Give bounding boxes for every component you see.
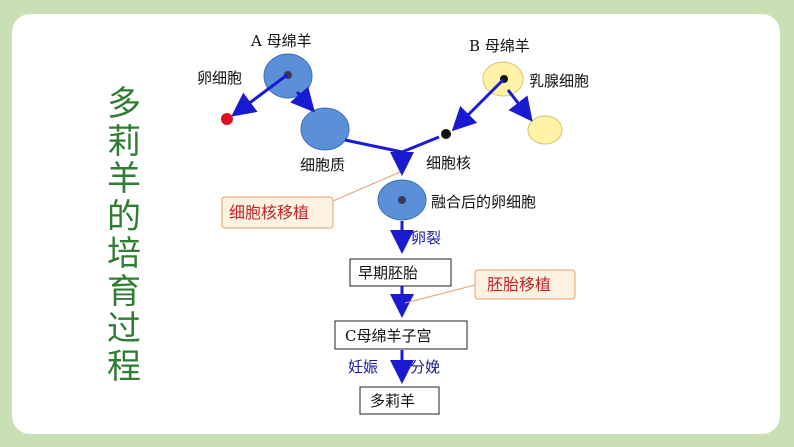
title-char: 育: [107, 271, 141, 312]
transferred-nucleus: [441, 129, 451, 139]
label-sheep-a: A 母绵羊: [250, 32, 312, 50]
title-char: 培: [107, 234, 141, 274]
callout-nuclear-transfer: 细胞核移植: [229, 203, 309, 222]
label-dolly: 多莉羊: [370, 392, 415, 410]
label-nucleus: 细胞核: [426, 154, 471, 172]
fused-egg-nucleus: [398, 196, 406, 204]
merge-line-left: [344, 138, 403, 154]
arrow-mammary-to-remnant: [506, 89, 533, 122]
callout-embryo-transfer: 胚胎移植: [487, 275, 551, 294]
nuclear-transfer-callout: [221, 196, 334, 229]
title-char: 的: [107, 196, 141, 237]
label-early-embryo: 早期胚胎: [358, 264, 418, 282]
label-delivery: 分娩: [410, 358, 440, 376]
embryo-transfer-callout: [474, 269, 576, 300]
vertical-title: 多 莉 羊 的 培 育 过 程: [104, 84, 144, 387]
uterus-box: [334, 320, 468, 350]
label-fused-egg: 融合后的卵细胞: [431, 193, 536, 211]
label-uterus: C母绵羊子宫: [345, 327, 431, 345]
merge-line-right: [401, 135, 440, 154]
dolly-box: [359, 386, 440, 415]
embryo-transfer-pointer: [404, 284, 476, 304]
label-cytoplasm: 细胞质: [300, 156, 345, 174]
arrow-egg-to-cytoplasm: [290, 86, 315, 113]
title-char: 莉: [107, 121, 141, 162]
label-cleavage: 卵裂: [411, 229, 441, 247]
label-pregnancy: 妊娠: [348, 358, 378, 376]
nuclear-transfer-pointer: [332, 171, 401, 202]
title-char: 程: [107, 346, 141, 387]
arrow-mammary-to-nucleus: [451, 78, 505, 132]
label-mammary-cell: 乳腺细胞: [529, 72, 589, 90]
arrow-egg-to-removed-nucleus: [231, 73, 288, 117]
cytoplasm-cell: [300, 107, 350, 151]
removed-nucleus: [221, 113, 233, 125]
title-char: 过: [107, 309, 141, 349]
title-char: 多: [107, 84, 141, 124]
mammary-remnant: [527, 115, 563, 145]
label-sheep-b: B 母绵羊: [469, 37, 530, 55]
early-embryo-box: [349, 258, 452, 287]
title-char: 羊: [107, 159, 141, 199]
label-egg-cell: 卵细胞: [197, 69, 242, 87]
